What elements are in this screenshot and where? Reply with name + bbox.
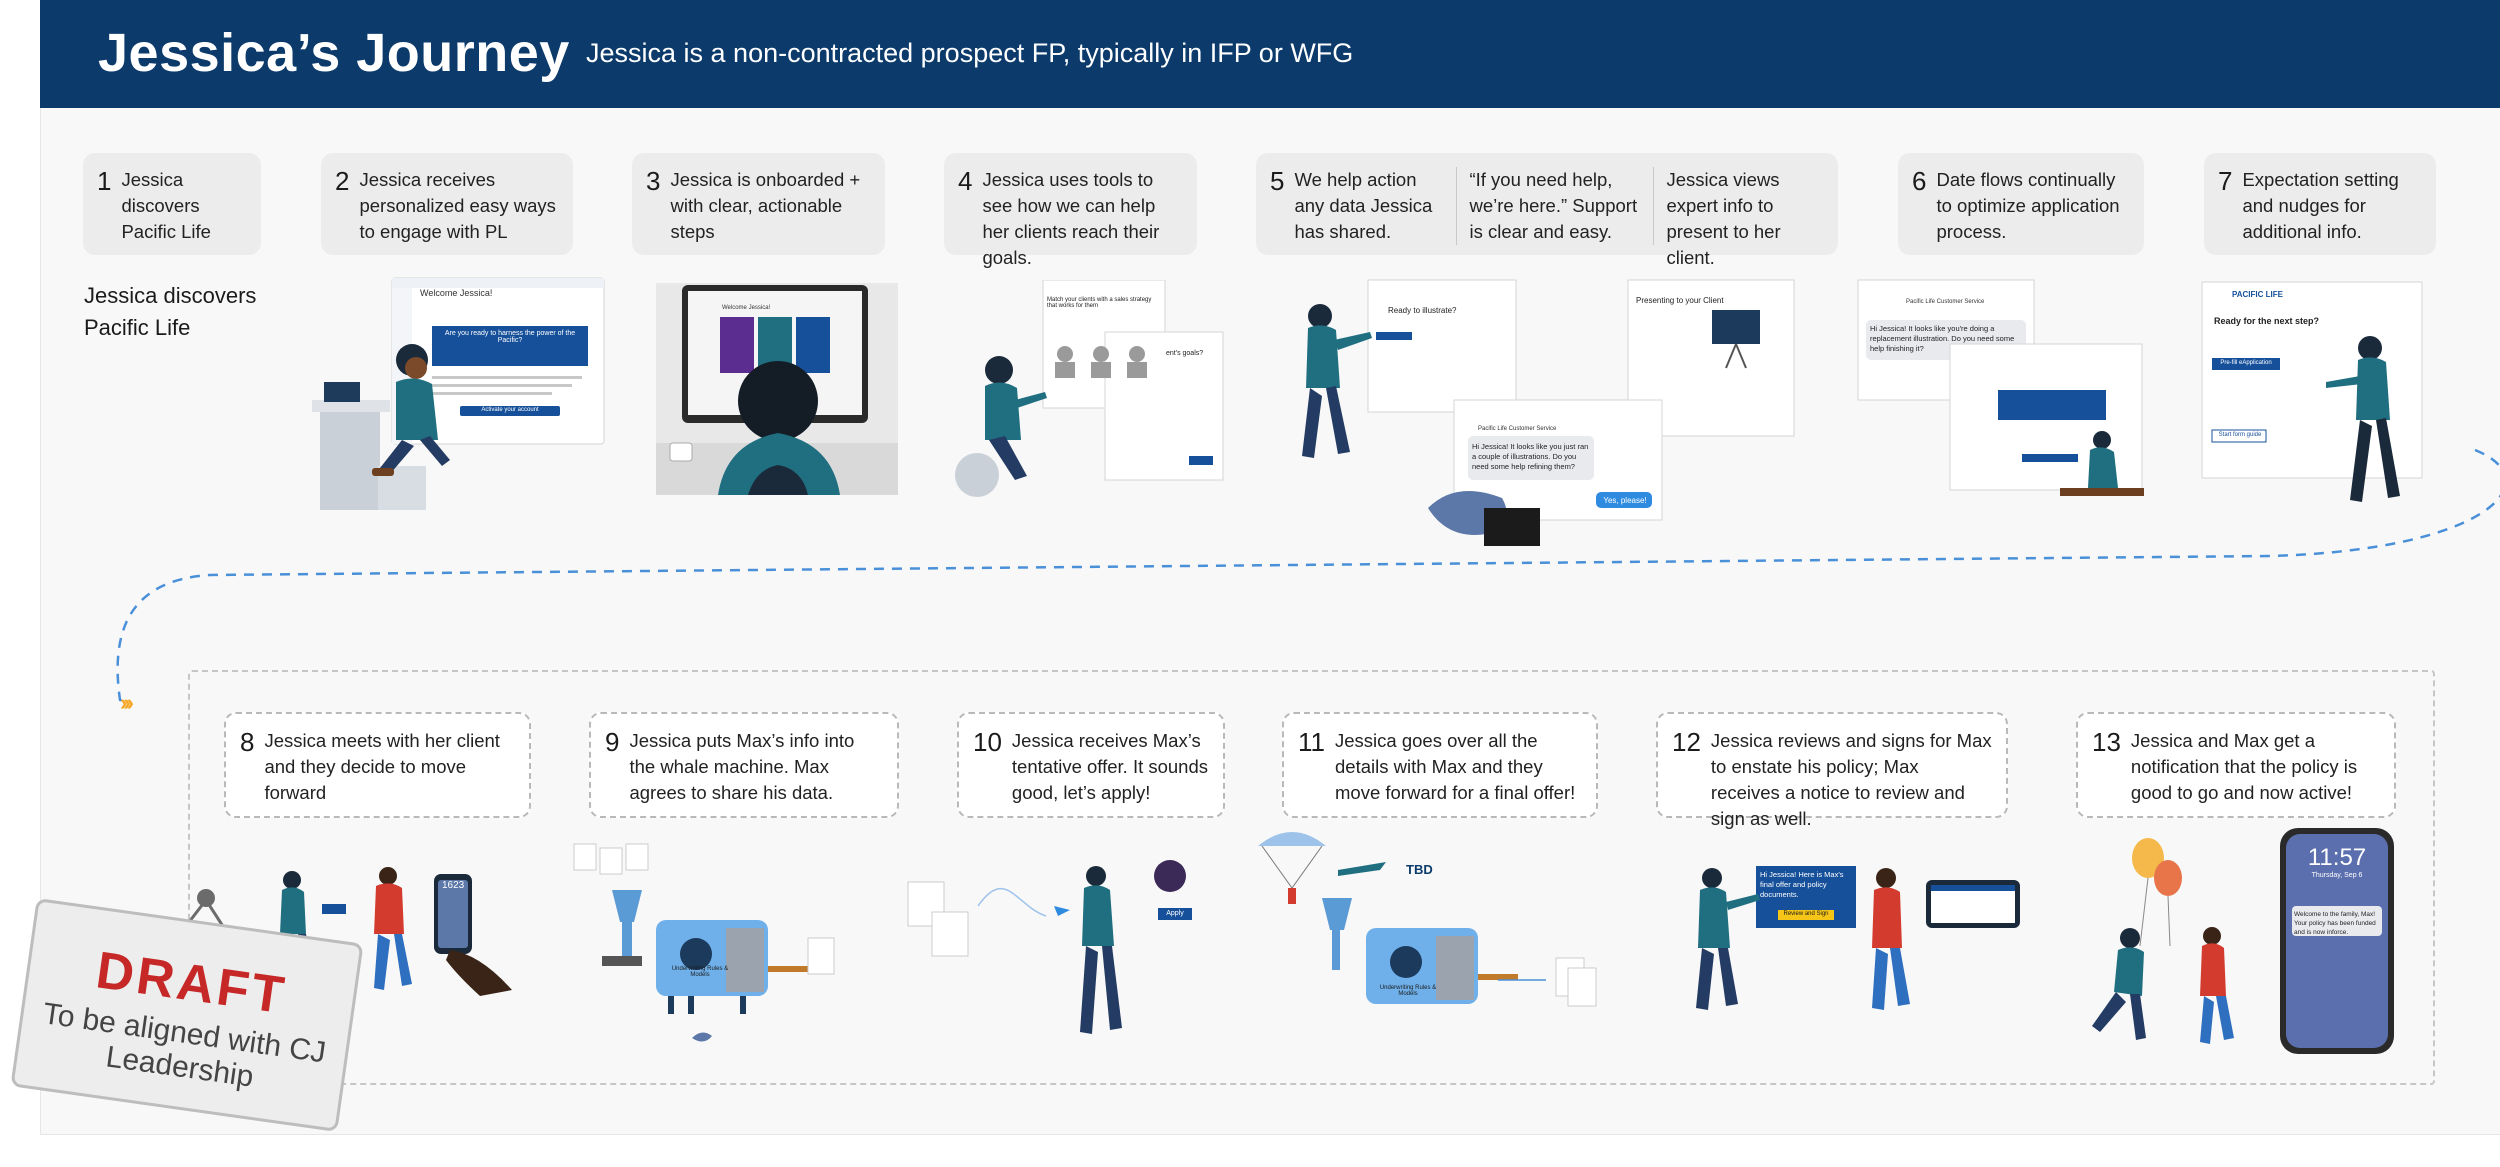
chevron-arrow-icon: ››› (120, 690, 134, 715)
step-card-12: 12 Jessica reviews and signs for Max to … (1656, 712, 2008, 829)
machine-label: Underwriting Rules & Models (671, 966, 729, 978)
chat-reply-button[interactable]: Yes, please! (1603, 496, 1647, 505)
step-number: 6 (1912, 166, 1927, 196)
divider (1456, 167, 1458, 245)
scene-tentative-offer (907, 860, 1192, 1034)
tbd-label: TBD (1406, 862, 1433, 877)
step-number: 13 (2092, 727, 2121, 757)
brand-logo: PACIFIC LIFE (2232, 290, 2283, 299)
strategy-heading: Match your clients with a sales strategy… (1047, 297, 1152, 309)
step-text: Jessica receives Max’s tentative offer. … (1011, 730, 1209, 803)
scene-discover-browser (312, 277, 605, 510)
scene-review-sign (1696, 866, 2020, 1010)
step-card-5: 5 We help action any data Jessica has sh… (1256, 153, 1838, 268)
step-text: Jessica and Max get a notification that … (2130, 730, 2358, 803)
step-number: 7 (2218, 166, 2233, 196)
proposal-phase-zone (188, 670, 2435, 1085)
chat-message: Hi Jessica! It looks like you just ran a… (1472, 442, 1589, 471)
step-card-4: 4 Jessica uses tools to see how we can h… (944, 153, 1197, 268)
step-text: Jessica receives personalized easy ways … (359, 169, 556, 242)
step-card-8: 8 Jessica meets with her client and they… (224, 712, 531, 818)
page-title: Jessica’s Journey (98, 23, 570, 83)
welcome-heading: Welcome Jessica! (420, 288, 493, 298)
divider (1653, 167, 1655, 245)
step-number: 5 (1270, 166, 1285, 196)
chat-message: Hi Jessica! It looks like you're doing a… (1870, 324, 2015, 353)
step-number: 1 (97, 166, 112, 196)
step-text: Jessica puts Max’s info into the whale m… (629, 730, 855, 803)
apply-button[interactable]: Apply (1166, 910, 1184, 917)
scene-data-flow (1857, 279, 2144, 496)
page-subtitle: Jessica is a non-contracted prospect FP,… (586, 38, 1354, 68)
header-banner: Jessica’s Journey Jessica is a non-contr… (40, 0, 2500, 108)
step-text: Jessica discovers Pacific Life (121, 169, 211, 242)
scene-whale-machine (573, 843, 835, 1042)
step-card-9: 9 Jessica puts Max’s info into the whale… (589, 712, 899, 818)
next-step-heading: Ready for the next step? (2214, 316, 2320, 326)
step-number: 3 (646, 166, 661, 196)
phone-time: 1623 (442, 880, 465, 891)
step-number: 8 (240, 727, 255, 757)
review-sign-button[interactable]: Review and Sign (1783, 911, 1829, 917)
step-text: Expectation setting and nudges for addit… (2242, 169, 2399, 242)
activate-button[interactable]: Activate your account (481, 407, 539, 413)
step-text: We help action any data Jessica has shar… (1294, 169, 1433, 242)
step-number: 4 (958, 166, 973, 196)
step-text: Jessica goes over all the details with M… (1335, 730, 1576, 803)
step-text-support: “If you need help, we’re here.” Support … (1469, 169, 1638, 242)
machine-label: Underwriting Rules & Models (1379, 985, 1437, 997)
journey-connector (116, 448, 2500, 704)
lockscreen-date: Thursday, Sep 6 (2311, 872, 2363, 879)
goals-heading: ent's goals? (1166, 350, 1204, 357)
step-text: Jessica reviews and signs for Max to ens… (1710, 730, 1992, 829)
phase-heading: Jessica discovers Pacific Life (84, 283, 257, 340)
scene-sales-tools (955, 280, 1224, 497)
step-text: Jessica is onboarded + with clear, actio… (670, 169, 861, 242)
chat-service-title: Pacific Life Customer Service (1478, 426, 1557, 432)
step-card-6: 6 Date flows continually to optimize app… (1898, 153, 2144, 255)
lockscreen-time: 11:57 (2307, 844, 2367, 871)
form-guide-link[interactable]: Start form guide (2218, 432, 2262, 438)
hero-text: Are you ready to harness the power of th… (444, 330, 576, 344)
presenting-heading: Presenting to your Client (1636, 296, 1724, 305)
step-card-11: 11 Jessica goes over all the details wit… (1282, 712, 1598, 818)
step-card-7: 7 Expectation setting and nudges for add… (2204, 153, 2436, 255)
step-card-2: 2 Jessica receives personalized easy way… (321, 153, 573, 255)
notification-text: Welcome to the family, Max! Your policy … (2294, 911, 2376, 936)
step-text: Jessica uses tools to see how we can hel… (982, 169, 1160, 268)
step-card-1: 1 Jessica discovers Pacific Life (83, 153, 261, 255)
illustrate-heading: Ready to illustrate? (1388, 306, 1457, 315)
step-number: 12 (1672, 727, 1701, 757)
service-title: Pacific Life Customer Service (1906, 299, 1985, 305)
step-card-10: 10 Jessica receives Max’s tentative offe… (957, 712, 1225, 818)
scene-help-action (1302, 279, 1795, 546)
scene-final-offer (1258, 832, 1597, 1007)
scene-onboarding-monitor (656, 283, 898, 495)
step-card-13: 13 Jessica and Max get a notification th… (2076, 712, 2396, 818)
scene-policy-active (2092, 828, 2394, 1054)
step-text-expert: Jessica views expert info to present to … (1666, 169, 1781, 268)
step-number: 11 (1298, 727, 1325, 757)
step-text: Date flows continually to optimize appli… (1936, 169, 2120, 242)
prefill-button[interactable]: Pre-fill eApplication (2220, 360, 2272, 366)
onboarding-welcome: Welcome Jessica! (722, 305, 771, 311)
scene-expectation (2201, 281, 2423, 502)
step-number: 10 (973, 727, 1002, 757)
offer-banner-text: Hi Jessica! Here is Max's final offer an… (1760, 870, 1844, 899)
step-number: 2 (335, 166, 350, 196)
step-card-3: 3 Jessica is onboarded + with clear, act… (632, 153, 885, 255)
chat-reply-button[interactable]: Yes, please! (1973, 374, 2017, 383)
step-number: 9 (605, 727, 620, 757)
step-text: Jessica meets with her client and they d… (264, 730, 500, 803)
